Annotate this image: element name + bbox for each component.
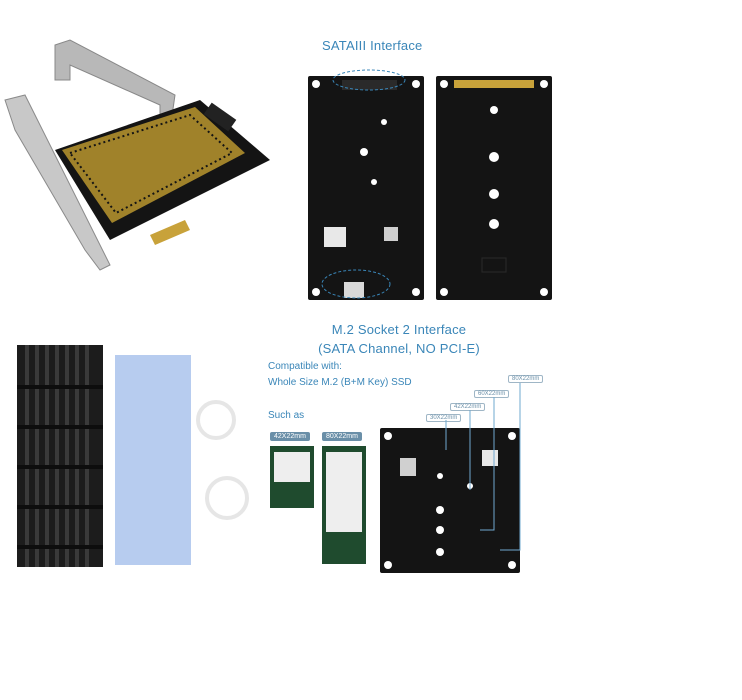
adapter-board-front (304, 62, 428, 306)
size-marker-80: 80X22mm (508, 375, 544, 383)
m2-interface-title: M.2 Socket 2 Interface (SATA Channel, NO… (318, 322, 480, 356)
ssd-size-tag-2: 80X22mm (322, 432, 362, 441)
size-marker-30: 30X22mm (426, 414, 462, 422)
compatible-label: Compatible with: Whole Size M.2 (B+M Key… (268, 361, 412, 388)
rubber-ring-2 (205, 476, 249, 520)
heatsink (17, 345, 103, 567)
thermal-pad (115, 355, 191, 565)
size-marker-lines (445, 383, 521, 551)
ssd-80mm (322, 446, 366, 564)
size-marker-42: 42X22mm (450, 403, 486, 411)
ssd-size-tag-1: 42X22mm (270, 432, 310, 441)
such-as-label: Such as (268, 410, 305, 421)
size-marker-60: 60X22mm (474, 390, 510, 398)
rubber-ring-1 (196, 400, 236, 440)
adapter-board-back (432, 62, 556, 306)
pcie-card-photo (0, 35, 280, 275)
sata-interface-title: SATAIII Interface (322, 38, 423, 53)
ssd-42mm (270, 446, 314, 508)
